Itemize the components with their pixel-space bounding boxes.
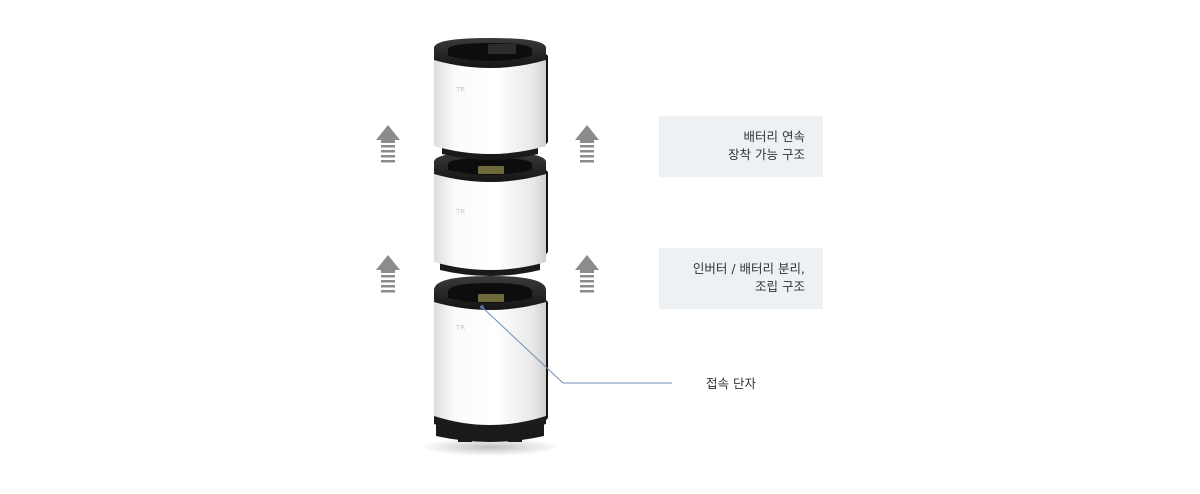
up-arrow-icon	[575, 125, 599, 163]
stackable-battery-label: 배터리 연속 장착 가능 구조	[659, 116, 823, 177]
floor-shadow	[420, 438, 560, 456]
label-line-1: 배터리 연속	[743, 129, 805, 144]
label-line-1: 인버터 / 배터리 분리,	[692, 261, 805, 276]
up-arrow-icon	[575, 255, 599, 293]
battery-module-top: TR	[434, 38, 548, 160]
svg-text:TR: TR	[455, 208, 465, 216]
battery-module-middle: TR	[434, 152, 548, 276]
svg-text:TR: TR	[455, 86, 465, 94]
up-arrow-icon	[376, 255, 400, 293]
up-arrow-icon	[376, 125, 400, 163]
connection-terminal	[478, 294, 504, 302]
label-line-2: 장착 가능 구조	[728, 147, 805, 162]
svg-text:TR: TR	[455, 324, 465, 332]
label-line-2: 조립 구조	[755, 279, 805, 294]
terminal-label: 접속 단자	[706, 376, 756, 391]
inverter-module: TR	[434, 276, 548, 442]
inverter-battery-label: 인버터 / 배터리 분리, 조립 구조	[659, 248, 823, 309]
terminal-callout-line	[480, 305, 672, 384]
